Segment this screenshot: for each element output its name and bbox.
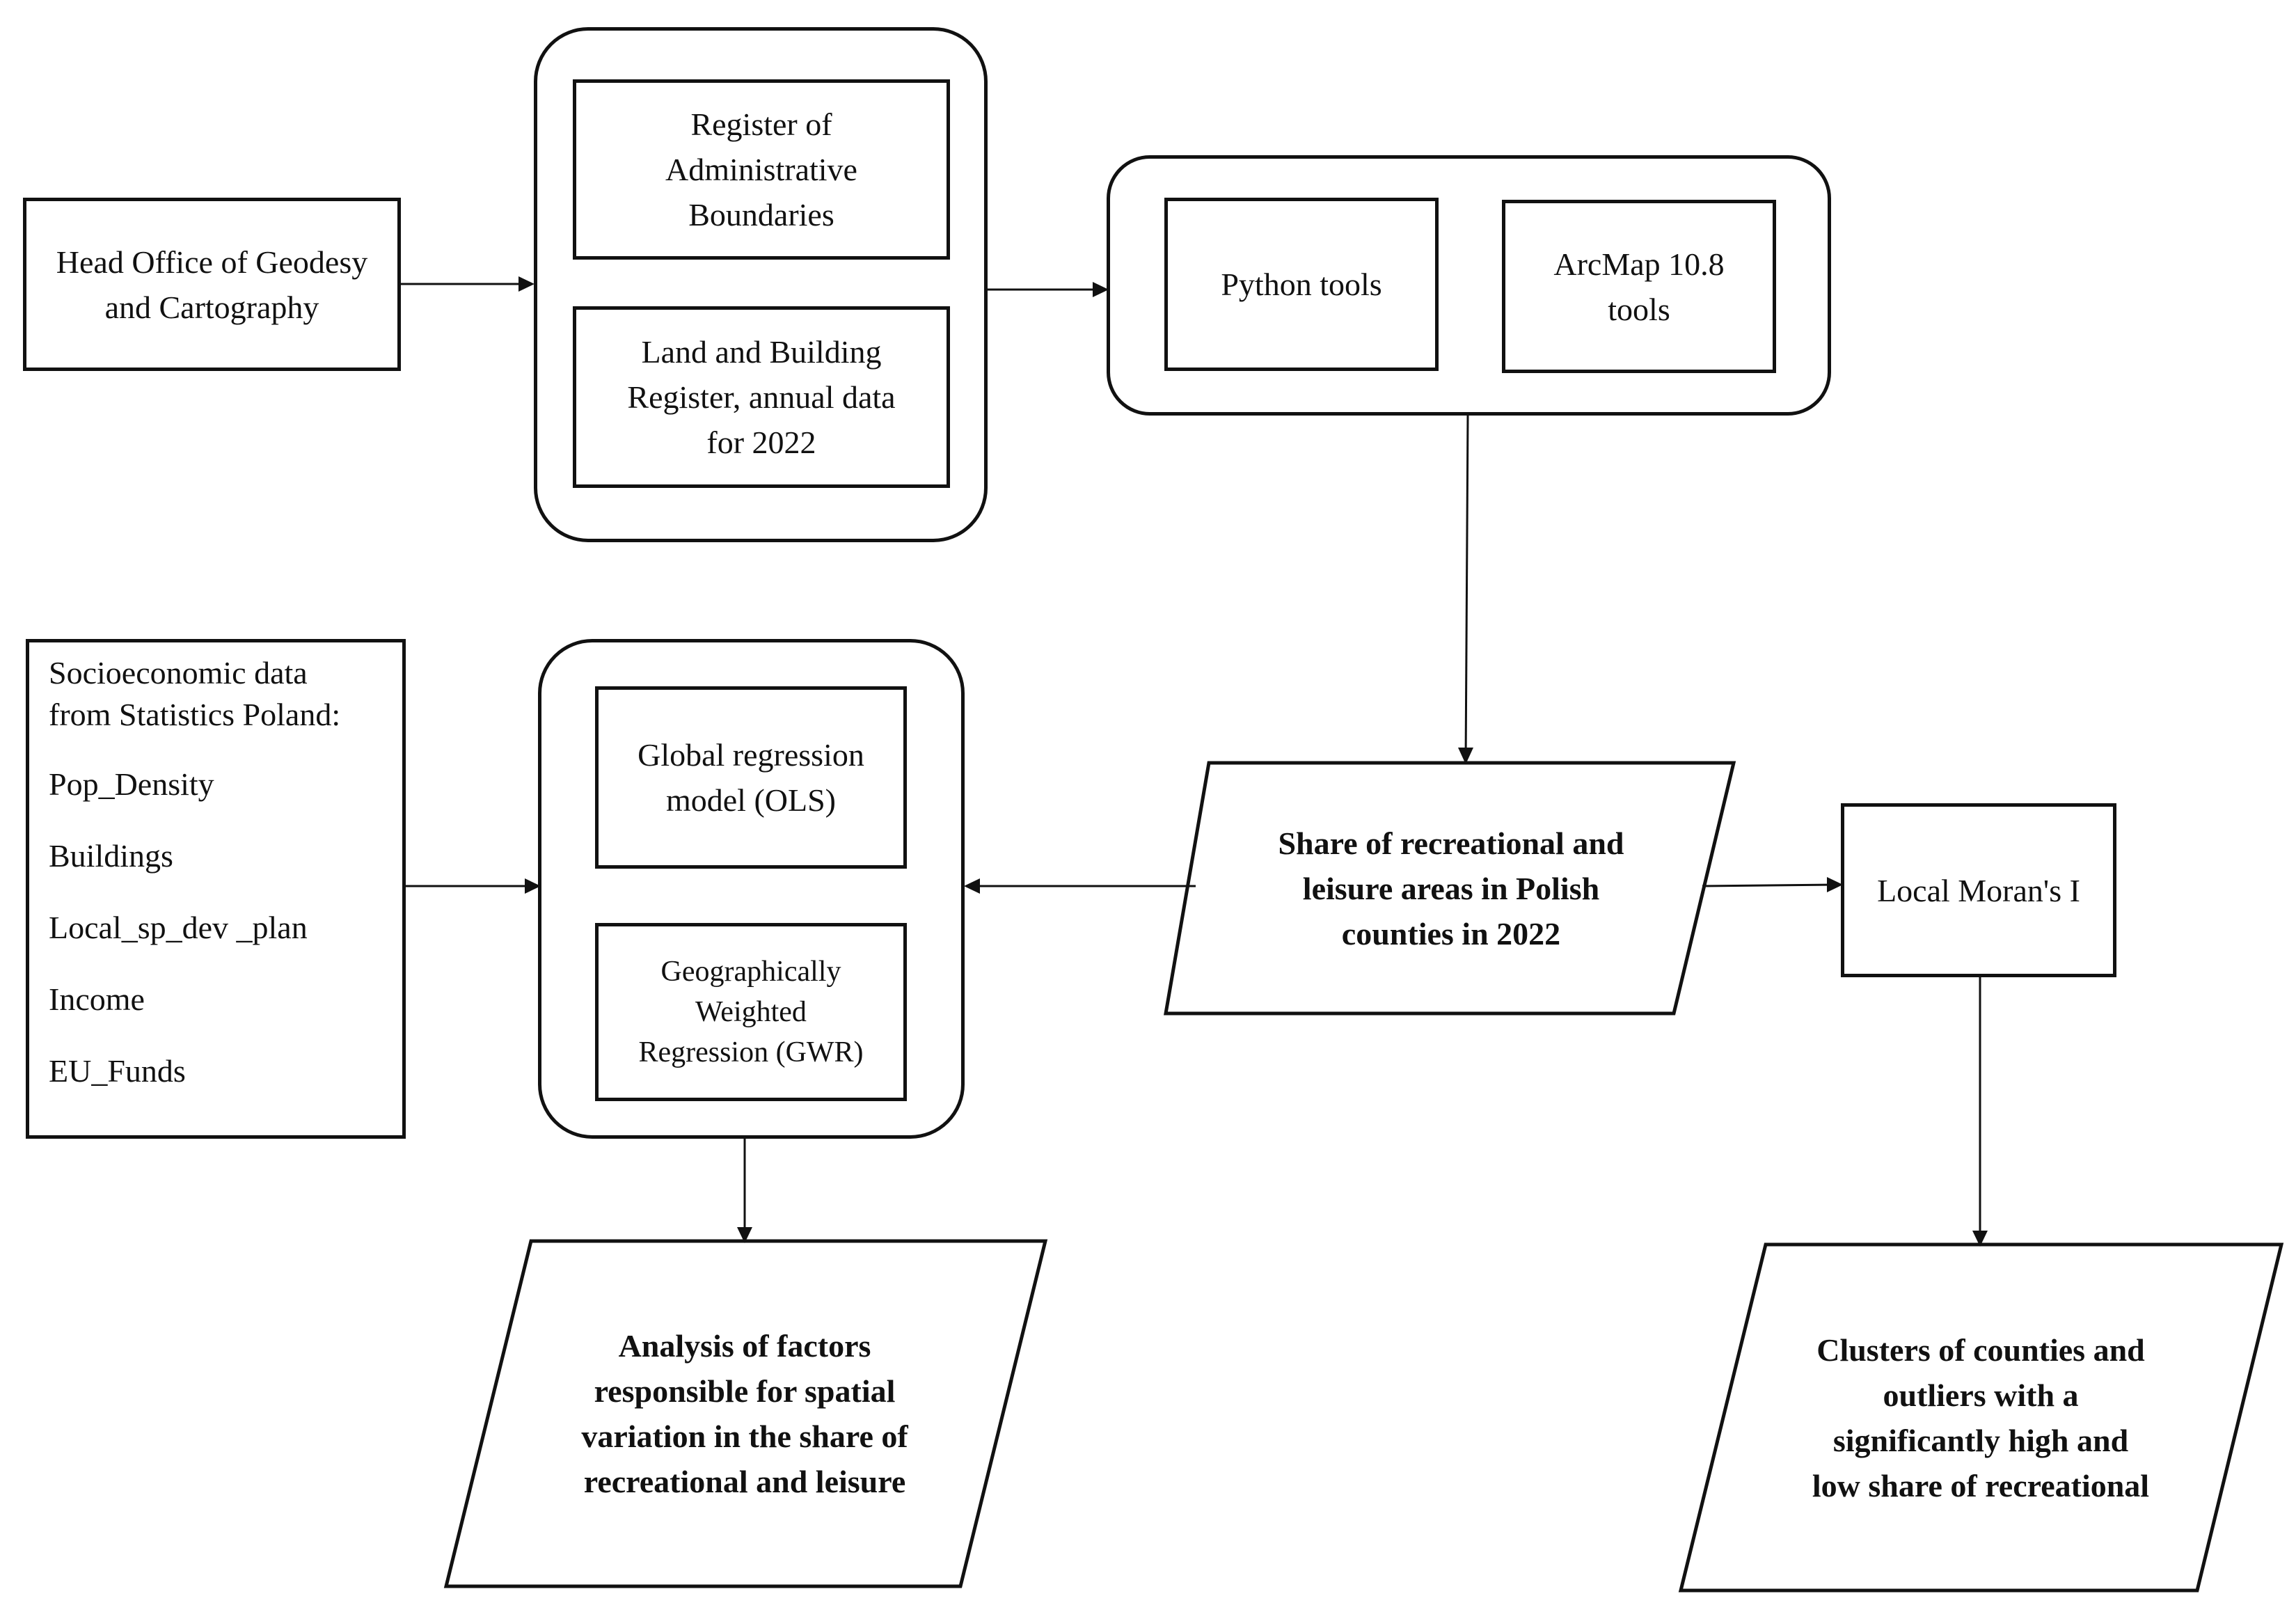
socioeconomic-list: Socioeconomic data from Statistics Polan…: [49, 652, 397, 1122]
head-office-label: Head Office of Geodesy and Cartography: [56, 244, 368, 325]
clusters-parallelogram: [1678, 1242, 2284, 1593]
clusters-label: Clusters of counties and outliers with a…: [1812, 1332, 2150, 1503]
ols-box: [595, 686, 907, 869]
socioeconomic-heading: Socioeconomic data from Statistics Polan…: [49, 655, 341, 732]
arrowhead: [1093, 282, 1109, 297]
variable-item: Buildings: [49, 838, 173, 874]
analysis-label: Analysis of factors responsible for spat…: [581, 1328, 908, 1499]
arrowhead: [737, 1227, 752, 1243]
head-office-box: [23, 198, 401, 371]
arcmap-tools-label: ArcMap 10.8 tools: [1553, 246, 1725, 327]
socioeconomic-box: [26, 639, 406, 1139]
register-admin-box: [573, 79, 950, 260]
analysis-parallelogram: [443, 1239, 1048, 1588]
share-label: Share of recreational and leisure areas …: [1278, 825, 1624, 951]
variable-item: Pop_Density: [49, 766, 214, 802]
variable-item: Local_sp_dev _plan: [49, 910, 308, 945]
variable-item: Income: [49, 981, 145, 1017]
arcmap-tools-box: [1502, 200, 1776, 373]
arrowhead: [1458, 748, 1473, 764]
python-tools-box: [1164, 198, 1439, 371]
morans-box: [1841, 803, 2116, 977]
gwr-box: [595, 923, 907, 1101]
arrowhead: [525, 878, 541, 894]
gwr-label: Geographically Weighted Regression (GWR): [638, 956, 864, 1068]
land-building-box: [573, 306, 950, 488]
ols-label: Global regression model (OLS): [638, 737, 864, 818]
arrow-share-to-morans: [1702, 883, 1838, 887]
arrowhead: [1827, 877, 1843, 892]
share-parallelogram: [1164, 761, 1736, 1016]
land-building-label: Land and Building Register, annual data …: [627, 334, 896, 460]
arrowhead: [1972, 1231, 1988, 1247]
register-admin-label: Register of Administrative Boundaries: [665, 106, 857, 232]
arrowhead: [964, 878, 980, 894]
variable-item: EU_Funds: [49, 1053, 186, 1089]
arrowhead: [518, 276, 535, 292]
python-tools-label: Python tools: [1221, 267, 1382, 302]
arrow-tools-to-share: [1464, 415, 1469, 764]
morans-label: Local Moran's I: [1877, 872, 2080, 908]
